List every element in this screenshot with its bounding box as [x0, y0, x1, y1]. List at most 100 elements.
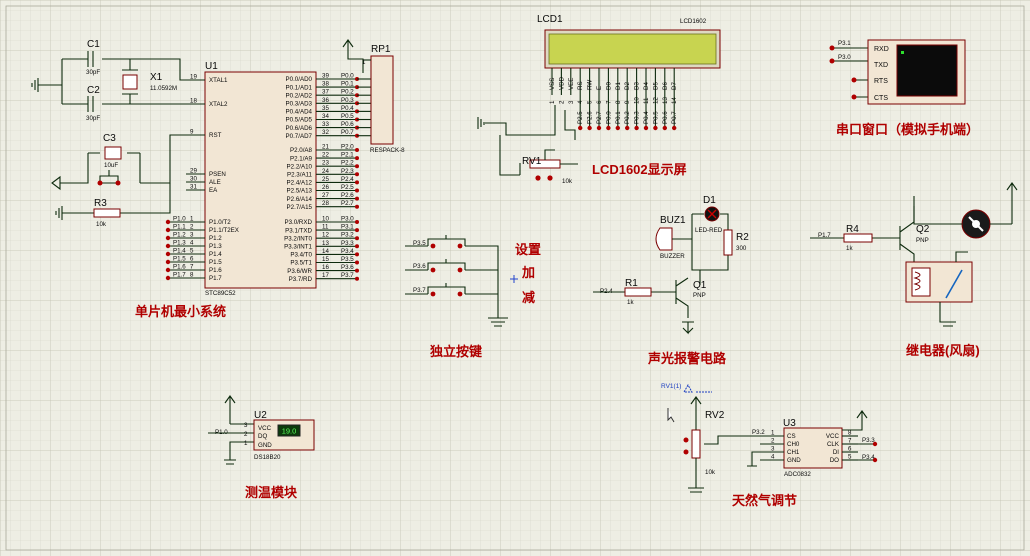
osc-wires	[61, 58, 205, 105]
buzzer-alarm[interactable]: D1 LED-RED R2 300 BUZ1 BUZZER P2.4 R1 1k…	[593, 195, 749, 366]
p1-node	[165, 251, 171, 257]
u1-right-pin-node	[355, 244, 359, 249]
lcd-pin-num: 1	[549, 100, 556, 104]
c1-value: 30pF	[86, 69, 100, 76]
r4-ref: R4	[846, 224, 859, 235]
u1-right-pin-node	[355, 164, 359, 169]
u1-right-pin-node	[355, 204, 359, 209]
relay-caption: 继电器(风扇)	[906, 343, 980, 358]
c1-symbol	[87, 51, 94, 67]
u1-right-pin-net: P0.4	[341, 105, 354, 112]
relay-fan[interactable]: P1.7 R4 1k Q2 PNP 继电器(风扇)	[810, 182, 1018, 358]
u3-net-clk: P3.3	[862, 437, 875, 444]
u2-pin1-num: 1	[244, 440, 248, 447]
lcd-net-label: P0.3	[634, 111, 641, 124]
u1-left-pin-name: P1.1/T2EX	[209, 227, 239, 234]
u1-right-pin-net: P2.2	[341, 160, 354, 167]
lcd-pin-name: VDD	[558, 76, 565, 90]
gas-adc-module[interactable]: RV1(1) RV2 10k U3 1CS2CH03CH14GND8VCC7CL…	[661, 383, 878, 508]
u2-pin-vcc: VCC	[258, 425, 272, 432]
u1-left-pin-num: 31	[190, 184, 197, 191]
rp1-body	[370, 55, 394, 145]
u1-body	[204, 71, 317, 289]
u1-left-pin-name: RST	[209, 132, 222, 139]
key1-dot-a	[430, 243, 436, 249]
rp1-pin1-num: 1	[362, 59, 366, 66]
lcd-pin-num: 2	[558, 100, 565, 104]
r4-value: 1k	[846, 245, 853, 252]
key-ground	[488, 317, 508, 327]
q1-power	[682, 321, 694, 335]
independent-keys[interactable]: P3.5 P3.6 P3.7 设置 加 减 独立按键	[405, 235, 541, 359]
lcd1602-module[interactable]: LCD1 LCD1602 VSS1VDD2VEE3RS4RW5E6D07D18D…	[477, 14, 721, 185]
lcd-net-label: P2.6	[587, 111, 594, 124]
u1-left-pin-name: P1.5	[209, 259, 222, 266]
u1-right-pin-name: P0.7/AD7	[286, 133, 313, 140]
d1-ref: D1	[703, 195, 716, 206]
key3-label: 减	[522, 290, 535, 305]
u1-left-pin-num: 29	[190, 168, 197, 175]
u1-right-pin-node	[355, 148, 359, 152]
temperature-module[interactable]: P1.0 U2 3 2 1 VCC DQ GND 19.0 DS18B20 测温…	[208, 395, 315, 500]
u1-right-pin-net: P0.0	[341, 73, 354, 80]
u1-left-pin-name: ALE	[209, 179, 221, 186]
u1-left-pin-name: EA	[209, 187, 218, 194]
lcd-pin-name: D2	[624, 82, 631, 90]
lcd-net-label: P2.7	[596, 111, 603, 124]
u1-right-pin-name: P0.2/AD2	[286, 92, 313, 99]
uart-pin-cts: CTS	[874, 95, 888, 102]
uart-rts-node	[851, 77, 857, 83]
lcd-screen	[548, 33, 717, 65]
u1-left-pin-num: 4	[190, 240, 194, 247]
u1-right-pin-num: 25	[322, 176, 329, 183]
u1-right-pin-net: P2.7	[341, 200, 354, 207]
rp1-power-wire	[347, 41, 364, 73]
lcd-pin-name: VEE	[568, 78, 575, 90]
u1-right-pin-num: 11	[322, 224, 329, 231]
rv1-value: 10k	[562, 178, 573, 185]
uart-net-rxd: P3.1	[838, 40, 851, 47]
key2-dot-a	[430, 267, 436, 273]
u1-right-pin-net: P0.7	[341, 129, 354, 136]
r2-value: 300	[736, 245, 747, 252]
u1-right-pin-net: P3.5	[341, 256, 354, 263]
u1-right-pin-name: P3.0/RXD	[284, 219, 312, 226]
uart-cursor	[901, 51, 904, 54]
buz-ref: BUZ1	[660, 215, 686, 226]
gas-caption: 天然气调节	[732, 493, 797, 508]
uart-terminal[interactable]: P3.1 P3.0 RXD TXD RTS CTS 串口窗口（模拟手机端）	[829, 39, 980, 137]
c3-capacitor	[104, 146, 122, 160]
q2-ref: Q2	[916, 224, 930, 235]
c3-ref: C3	[103, 133, 116, 144]
relay-ground-wires	[939, 251, 968, 327]
rp1-respack[interactable]: RP1 1 RESPACK-8	[342, 39, 405, 154]
buz-part: BUZZER	[660, 253, 685, 260]
u1-right-pin-node	[355, 220, 359, 224]
u1-right-pin-net: P2.6	[341, 192, 354, 199]
relay-coil-winding	[913, 271, 921, 291]
u1-part: STC89C52	[205, 290, 236, 297]
keys-caption: 独立按键	[430, 344, 482, 359]
u1-right-pin-net: P2.4	[341, 176, 354, 183]
lcd-net-node	[615, 125, 620, 131]
q2-wires	[810, 206, 915, 262]
u1-right-pin-net: P2.0	[341, 144, 354, 151]
minimal-system[interactable]: C1 30pF C2 30pF X1 11.0592M C3 10uF R3 1…	[31, 39, 226, 319]
u2-display	[277, 424, 301, 437]
key3-dot-b	[457, 291, 463, 297]
uart-pin-rts: RTS	[874, 78, 888, 85]
uart-pin-txd: TXD	[874, 62, 888, 69]
u1-mcu[interactable]: U1 STC89C52 19XTAL118XTAL29RST29PSEN30AL…	[165, 61, 371, 297]
u3-ref: U3	[783, 418, 796, 429]
u1-right-pin-name: P0.3/AD3	[286, 101, 313, 108]
u1-right-pin-net: P3.0	[341, 216, 354, 223]
lcd-pin-name: D6	[662, 82, 669, 90]
rv2-wires	[688, 435, 760, 493]
u3-right-pin-name: DI	[833, 449, 839, 456]
u1-left-pin-name: P1.7	[209, 275, 222, 282]
u3-left-pin-num: 4	[771, 454, 775, 461]
c2-ref: C2	[87, 85, 100, 96]
